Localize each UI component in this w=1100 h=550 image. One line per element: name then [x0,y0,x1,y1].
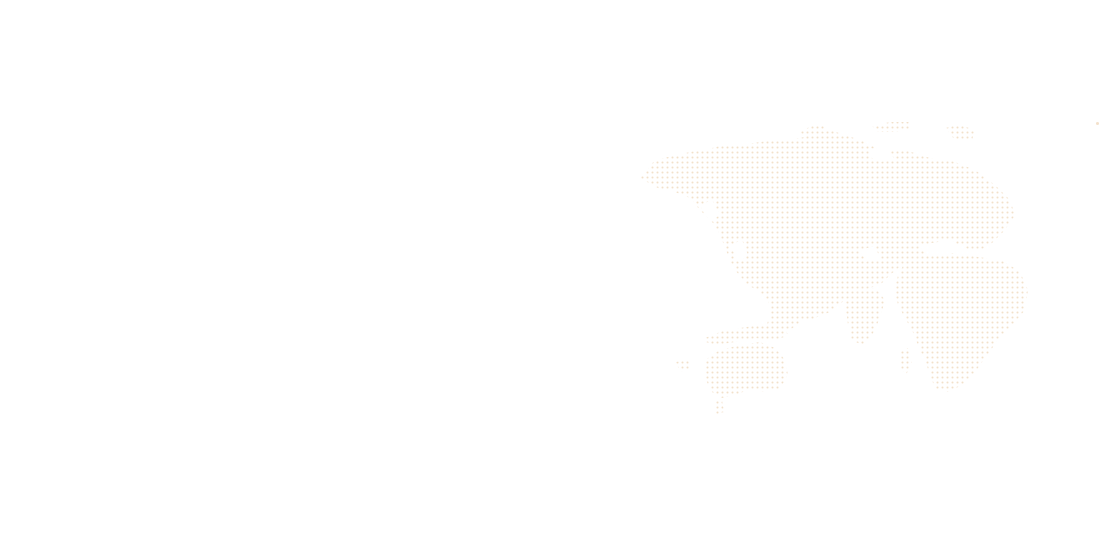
map-dot [1096,122,1099,125]
